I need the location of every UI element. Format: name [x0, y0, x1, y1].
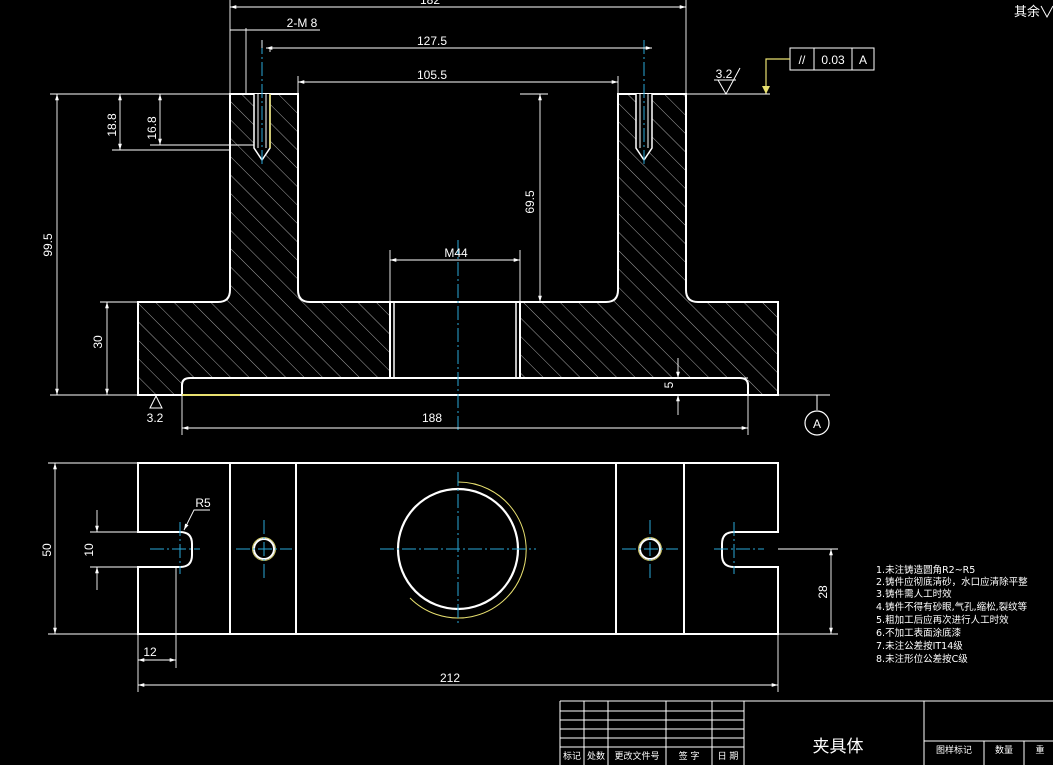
note-7: 7.未注公差按IT14级 [876, 640, 963, 652]
roughness-top: 3.2 [714, 67, 741, 96]
dim-hole-depth-b: 16.8 [145, 116, 159, 140]
note-5: 5.粗加工后应再次进行人工时效 [876, 614, 1009, 626]
dim-span-outer: 127.5 [417, 34, 447, 48]
title-block: 标记 处数 更改文件号 签 字 日 期 夹具体 图样标记 数量 重 [559, 700, 1053, 765]
dim-hole-depth-a: 18.8 [105, 113, 119, 137]
technical-notes: 1.未注铸造圆角R2~R5 2.铸件应彻底清砂，水口应清除平整 3.铸件需人工时… [876, 564, 1028, 665]
section-hatch-right [520, 94, 778, 395]
front-outline [137, 93, 779, 396]
roughness-bottom: 3.2 [147, 394, 164, 425]
dim-inner-height: 69.5 [523, 190, 537, 214]
note-4: 4.铸件不得有砂眼,气孔,缩松,裂纹等 [876, 601, 1028, 613]
plan-view: 50 10 R5 12 212 28 [40, 462, 838, 692]
part-name: 夹具体 [813, 737, 864, 757]
dim-plan-width: 212 [440, 671, 460, 685]
dim-height-total: 99.5 [41, 233, 55, 257]
section-hatch [138, 94, 390, 395]
tb-col-quantity: 数量 [995, 744, 1013, 756]
dim-recess-depth: 5 [662, 381, 676, 388]
note-1: 1.未注铸造圆角R2~R5 [876, 564, 975, 576]
dim-base-height: 30 [91, 335, 105, 349]
dim-hole-thread: 2-M 8 [287, 16, 318, 30]
tb-col-drawing-mark: 图样标记 [936, 744, 972, 756]
datum-a-symbol: A [804, 395, 830, 436]
datum-a-label: A [813, 417, 821, 431]
dim-slot-offset: 12 [143, 645, 157, 659]
note-3: 3.铸件需人工时效 [876, 588, 952, 600]
tb-col-doc: 更改文件号 [614, 750, 659, 762]
note-8: 8.未注形位公差按C级 [876, 653, 968, 665]
bore [389, 301, 521, 379]
roughness-bottom-value: 3.2 [147, 411, 164, 425]
threaded-hole-left [253, 94, 271, 162]
roughness-other-label: 其余 [1014, 4, 1040, 20]
tb-col-sign: 签 字 [679, 750, 700, 762]
dim-base-width: 188 [422, 411, 442, 425]
tb-col-date: 日 期 [718, 751, 739, 762]
parallel-symbol: // [799, 53, 806, 67]
roughness-top-value: 3.2 [716, 67, 733, 81]
dim-plan-half: 28 [816, 585, 830, 599]
tb-col-count: 处数 [587, 750, 605, 762]
tolerance-value: 0.03 [821, 53, 845, 67]
dim-top-width: 182 [420, 0, 440, 7]
dim-slot-radius: R5 [195, 496, 211, 510]
tb-col-weight: 重 [1035, 744, 1044, 756]
tolerance-datum: A [859, 53, 867, 67]
dim-plan-depth: 50 [40, 543, 54, 557]
roughness-other: 其余 [1014, 4, 1053, 20]
front-section-view: 182 2-M 8 127.5 105.5 99.5 18.8 16.8 69.… [41, 0, 875, 436]
note-6: 6.不加工表面涂底漆 [876, 627, 962, 639]
dim-slot-width: 10 [82, 543, 96, 557]
parallelism-tolerance-frame: // 0.03 A [762, 47, 875, 94]
tb-col-mark: 标记 [563, 750, 581, 762]
note-2: 2.铸件应彻底清砂，水口应清除平整 [876, 576, 1028, 588]
dim-span-inner: 105.5 [417, 68, 447, 82]
dim-bore: M44 [444, 246, 468, 260]
